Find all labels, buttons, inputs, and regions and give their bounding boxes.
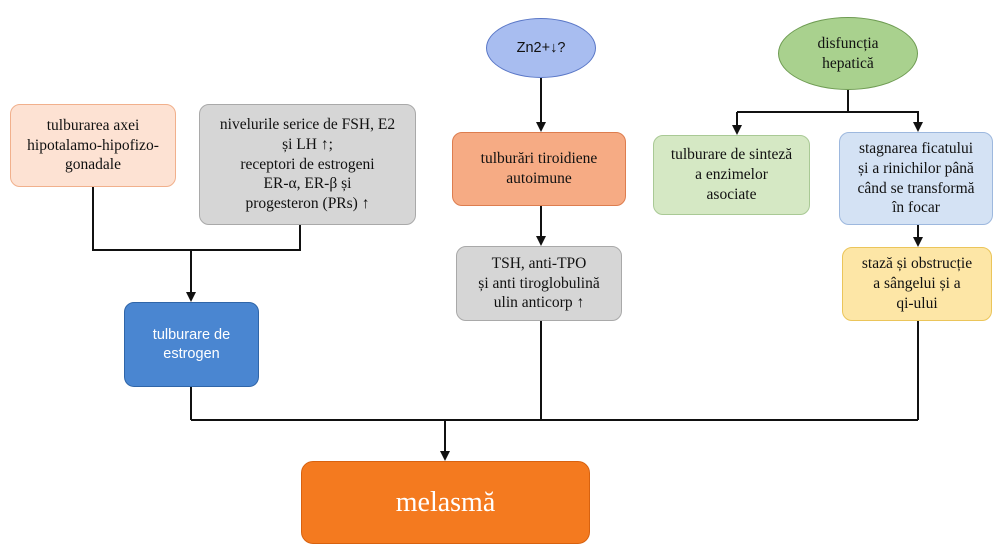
connector-hpg-axis <box>92 187 191 251</box>
node-serum-levels: nivelurile serice de FSH, E2 și LH ↑; re… <box>199 104 416 225</box>
arrow-to-stagnation <box>848 111 923 132</box>
connector-hepatic-split <box>737 90 849 113</box>
node-melasma-label: melasmă <box>395 486 496 518</box>
node-stasis: stază și obstrucție a sângelui și a qi-u… <box>842 247 992 321</box>
connector-serum-levels <box>191 225 301 251</box>
node-estrogen-label: tulburare de estrogen <box>152 326 231 362</box>
node-serum-levels-label: nivelurile serice de FSH, E2 și LH ↑; re… <box>219 115 396 213</box>
node-antibodies-label: TSH, anti-TPO și anti tiroglobulină ulin… <box>478 254 600 312</box>
node-stagnation: stagnarea ficatului și a rinichilor până… <box>839 132 993 225</box>
node-stasis-label: stază și obstrucție a sângelui și a qi-u… <box>861 255 973 312</box>
node-thyroid-label: tulburări tiroidiene autoimune <box>480 150 598 187</box>
node-hepatic: disfuncția hepatică <box>778 17 918 90</box>
node-estrogen: tulburare de estrogen <box>124 302 259 387</box>
node-enzymes: tulburare de sinteză a enzimelor asociat… <box>653 135 810 215</box>
node-hpg-axis: tulburarea axei hipotalamo-hipofizo- gon… <box>10 104 176 187</box>
node-zinc: Zn2+↓? <box>486 18 596 78</box>
node-melasma: melasmă <box>301 461 590 544</box>
node-antibodies: TSH, anti-TPO și anti tiroglobulină ulin… <box>456 246 622 321</box>
node-hpg-axis-label: tulburarea axei hipotalamo-hipofizo- gon… <box>27 116 159 174</box>
node-hepatic-label: disfuncția hepatică <box>817 34 879 72</box>
node-thyroid: tulburări tiroidiene autoimune <box>452 132 626 206</box>
node-enzymes-label: tulburare de sinteză a enzimelor asociat… <box>670 146 793 203</box>
node-zinc-label: Zn2+↓? <box>516 39 566 56</box>
node-stagnation-label: stagnarea ficatului și a rinichilor până… <box>857 139 975 217</box>
